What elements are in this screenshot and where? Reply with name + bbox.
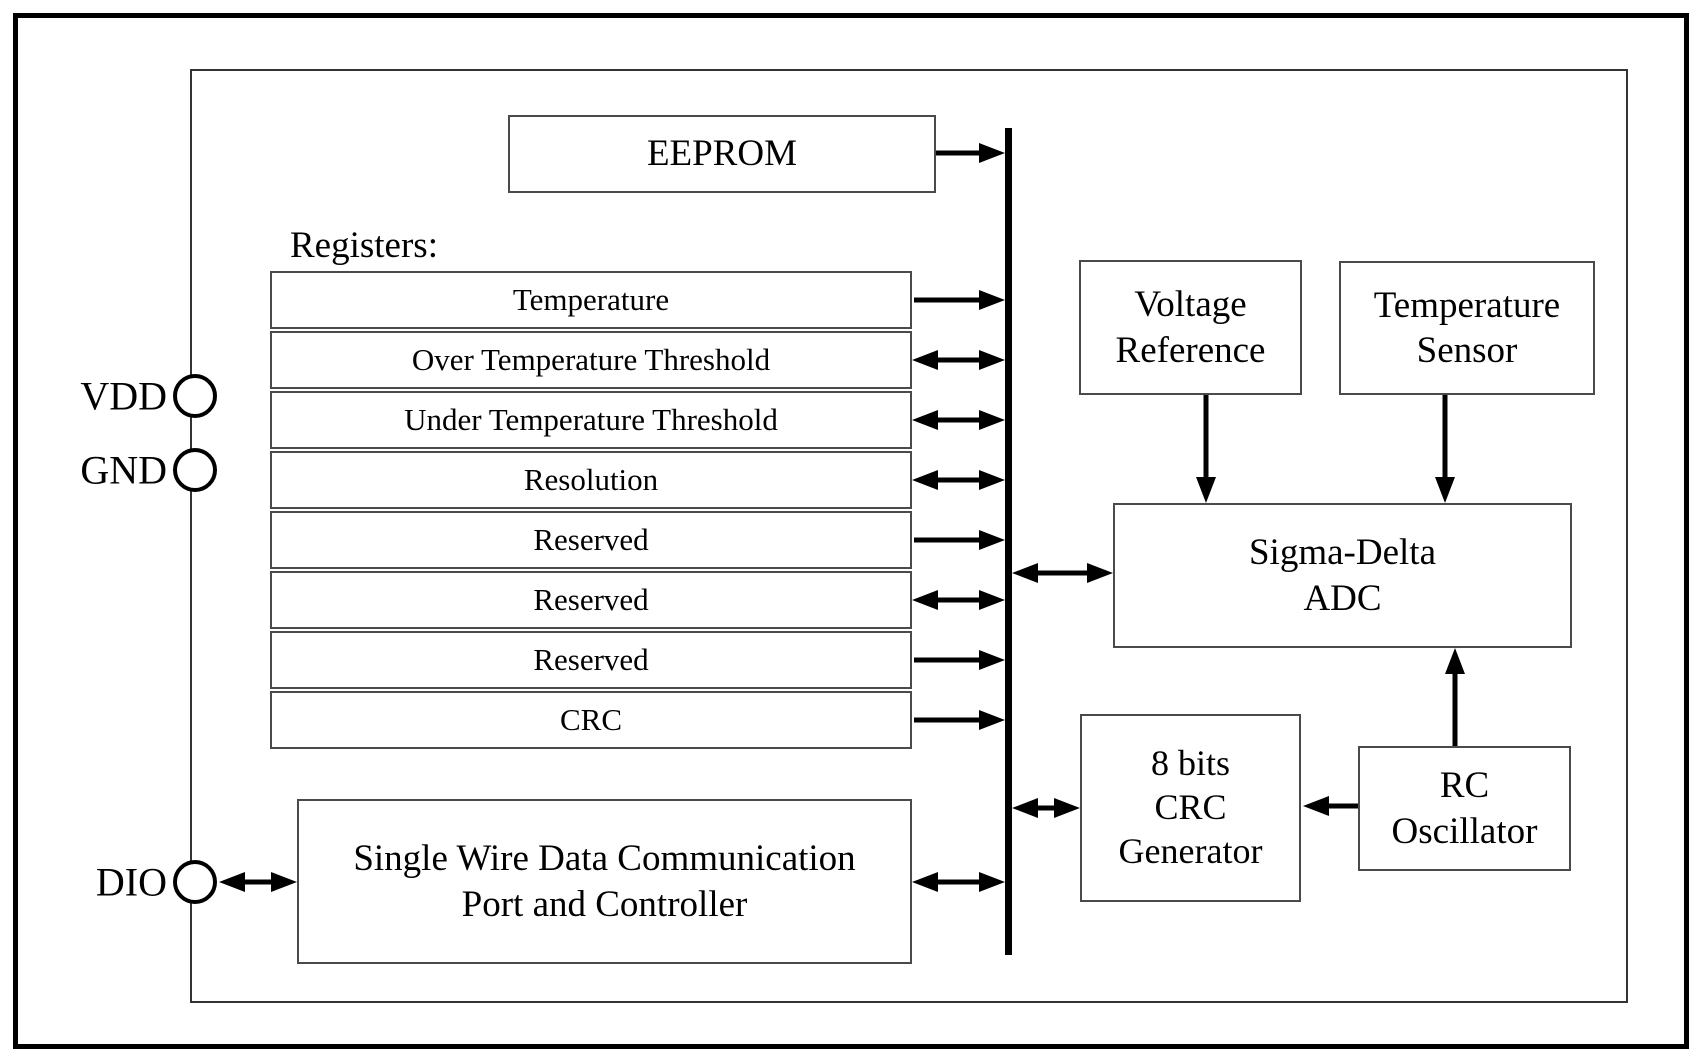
rc-oscillator-label-line2: Oscillator [1391,810,1538,852]
crc-generator-label-line2: CRC [1154,787,1227,828]
eeprom-label: EEPROM [646,133,798,175]
dio-pin-label: DIO [95,859,167,905]
crc-generator-label-line3: Generator [1118,830,1263,871]
temperature-sensor-label-line1: Temperature [1373,284,1561,326]
sigma-delta-adc-block: Sigma-Delta ADC [1113,503,1572,648]
crc-generator-block: 8 bits CRC Generator [1080,714,1301,902]
register-row-crc: CRC [270,691,912,749]
vdd-pin-circle [173,374,217,418]
crc-generator-label-line1: 8 bits [1150,743,1230,784]
register-row-reserved-2: Reserved [270,571,912,629]
temperature-sensor-label-line2: Sensor [1416,330,1518,371]
voltage-reference-block: Voltage Reference [1079,260,1302,395]
dio-pin-circle [173,860,217,904]
vdd-pin-label: VDD [80,373,167,419]
rc-oscillator-label-line1: RC [1439,765,1490,807]
adc-label-line2: ADC [1303,577,1382,619]
registers-label: Registers: [290,225,438,266]
register-row-reserved-3: Reserved [270,631,912,689]
gnd-pin-label: GND [80,447,167,493]
single-wire-label-line1: Single Wire Data Communication [353,838,856,880]
register-row-under-temperature-threshold: Under Temperature Threshold [270,391,912,449]
single-wire-port-block: Single Wire Data Communication Port and … [297,799,912,964]
voltage-reference-label-line2: Reference [1115,329,1266,371]
gnd-pin-circle [173,448,217,492]
rc-oscillator-block: RC Oscillator [1358,746,1571,871]
registers-table: Temperature Over Temperature Threshold U… [270,271,912,749]
register-row-temperature: Temperature [270,271,912,329]
temperature-sensor-block: Temperature Sensor [1339,261,1595,395]
register-row-resolution: Resolution [270,451,912,509]
register-row-reserved-1: Reserved [270,511,912,569]
register-row-over-temperature-threshold: Over Temperature Threshold [270,331,912,389]
voltage-reference-label-line1: Voltage [1134,284,1247,326]
single-wire-label-line2: Port and Controller [461,883,748,925]
adc-label-line1: Sigma-Delta [1248,532,1436,574]
eeprom-block: EEPROM [508,115,936,193]
